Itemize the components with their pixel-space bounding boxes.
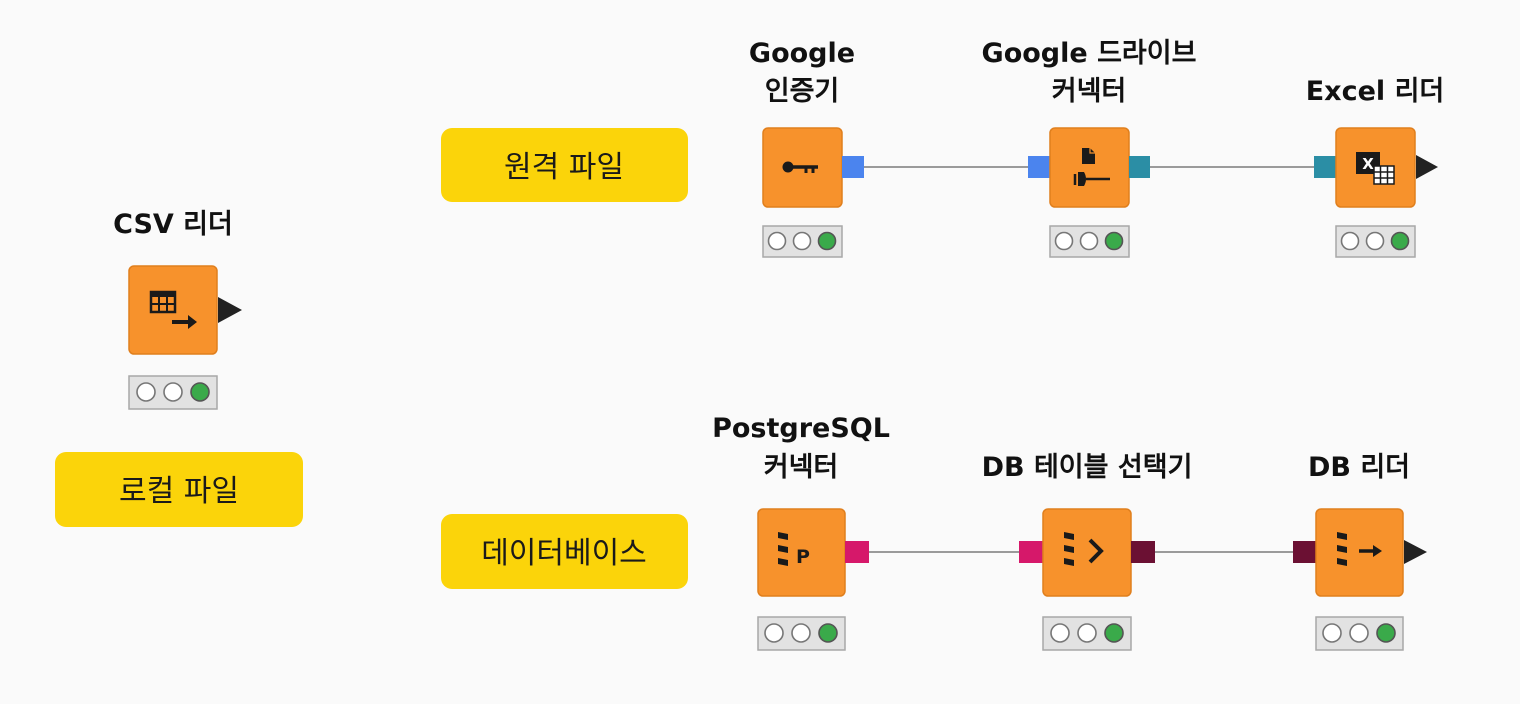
tag-remote-file[interactable]: 원격 파일 bbox=[441, 128, 688, 202]
tag-database[interactable]: 데이터베이스 bbox=[441, 514, 688, 589]
node-csv-reader-output-port[interactable] bbox=[218, 297, 242, 323]
node-db-table-selector[interactable]: DB 테이블 선택기 bbox=[982, 452, 1193, 651]
node-selector-title: DB 테이블 선택기 bbox=[982, 452, 1193, 483]
tag-database-label: 데이터베이스 bbox=[481, 536, 647, 571]
node-google-auth-status bbox=[762, 225, 843, 258]
tag-local-file[interactable]: 로컬 파일 bbox=[55, 452, 303, 527]
tag-local-file-label: 로컬 파일 bbox=[119, 474, 239, 509]
tag-database-box bbox=[441, 514, 688, 589]
database-p-icon: P bbox=[778, 532, 810, 568]
node-drive-title-line2: 커넥터 bbox=[1052, 76, 1127, 107]
key-icon bbox=[782, 161, 818, 173]
node-drive-input-port[interactable] bbox=[1028, 156, 1050, 178]
node-selector-body[interactable] bbox=[1042, 508, 1132, 597]
node-drive-output-port[interactable] bbox=[1129, 156, 1150, 178]
node-excel-reader[interactable]: Excel 리더 X bbox=[1306, 76, 1445, 258]
node-google-auth-output-port[interactable] bbox=[842, 156, 864, 178]
node-excel-output-port[interactable] bbox=[1416, 155, 1438, 179]
node-selector-status bbox=[1042, 616, 1132, 651]
database-chevron-icon bbox=[1064, 532, 1104, 566]
node-google-auth-title-line2: 인증기 bbox=[765, 76, 840, 107]
node-db-reader-status bbox=[1315, 616, 1404, 651]
node-google-authenticator[interactable]: Google 인증기 bbox=[749, 38, 864, 258]
node-drive-title-line1: Google 드라이브 bbox=[982, 38, 1197, 69]
file-plug-icon bbox=[1073, 148, 1110, 186]
tag-remote-file-label: 원격 파일 bbox=[504, 150, 624, 185]
node-excel-title: Excel 리더 bbox=[1306, 76, 1445, 107]
node-db-reader[interactable]: DB 리더 bbox=[1293, 452, 1427, 651]
node-postgresql-connector[interactable]: PostgreSQL 커넥터 P bbox=[712, 413, 890, 651]
node-db-reader-input-port[interactable] bbox=[1293, 541, 1316, 563]
svg-text:P: P bbox=[796, 546, 810, 568]
node-csv-reader-title: CSV 리더 bbox=[113, 209, 233, 240]
tag-remote-file-box bbox=[441, 128, 688, 202]
node-excel-input-port[interactable] bbox=[1314, 156, 1336, 178]
node-postgres-output-port[interactable] bbox=[845, 541, 869, 563]
node-selector-input-port[interactable] bbox=[1019, 541, 1043, 563]
node-db-reader-title: DB 리더 bbox=[1308, 452, 1410, 483]
node-google-drive-connector[interactable]: Google 드라이브 커넥터 bbox=[982, 38, 1197, 258]
node-google-auth-title-line1: Google bbox=[749, 38, 855, 69]
node-excel-status bbox=[1335, 225, 1416, 258]
svg-text:X: X bbox=[1362, 155, 1374, 173]
node-postgres-status bbox=[757, 616, 846, 651]
node-db-reader-output-port[interactable] bbox=[1404, 540, 1427, 564]
node-postgres-title-line1: PostgreSQL bbox=[712, 413, 890, 444]
node-csv-reader[interactable]: CSV 리더 bbox=[113, 209, 242, 410]
tag-local-file-box bbox=[55, 452, 303, 527]
node-drive-status bbox=[1049, 225, 1130, 258]
excel-icon: X bbox=[1356, 152, 1395, 185]
table-arrow-icon bbox=[149, 290, 197, 329]
node-csv-reader-body[interactable] bbox=[128, 265, 218, 355]
database-arrow-icon bbox=[1337, 532, 1382, 566]
node-selector-output-port[interactable] bbox=[1131, 541, 1155, 563]
node-postgres-title-line2: 커넥터 bbox=[764, 452, 839, 483]
node-csv-reader-status bbox=[128, 375, 218, 410]
node-drive-body[interactable] bbox=[1049, 127, 1130, 208]
